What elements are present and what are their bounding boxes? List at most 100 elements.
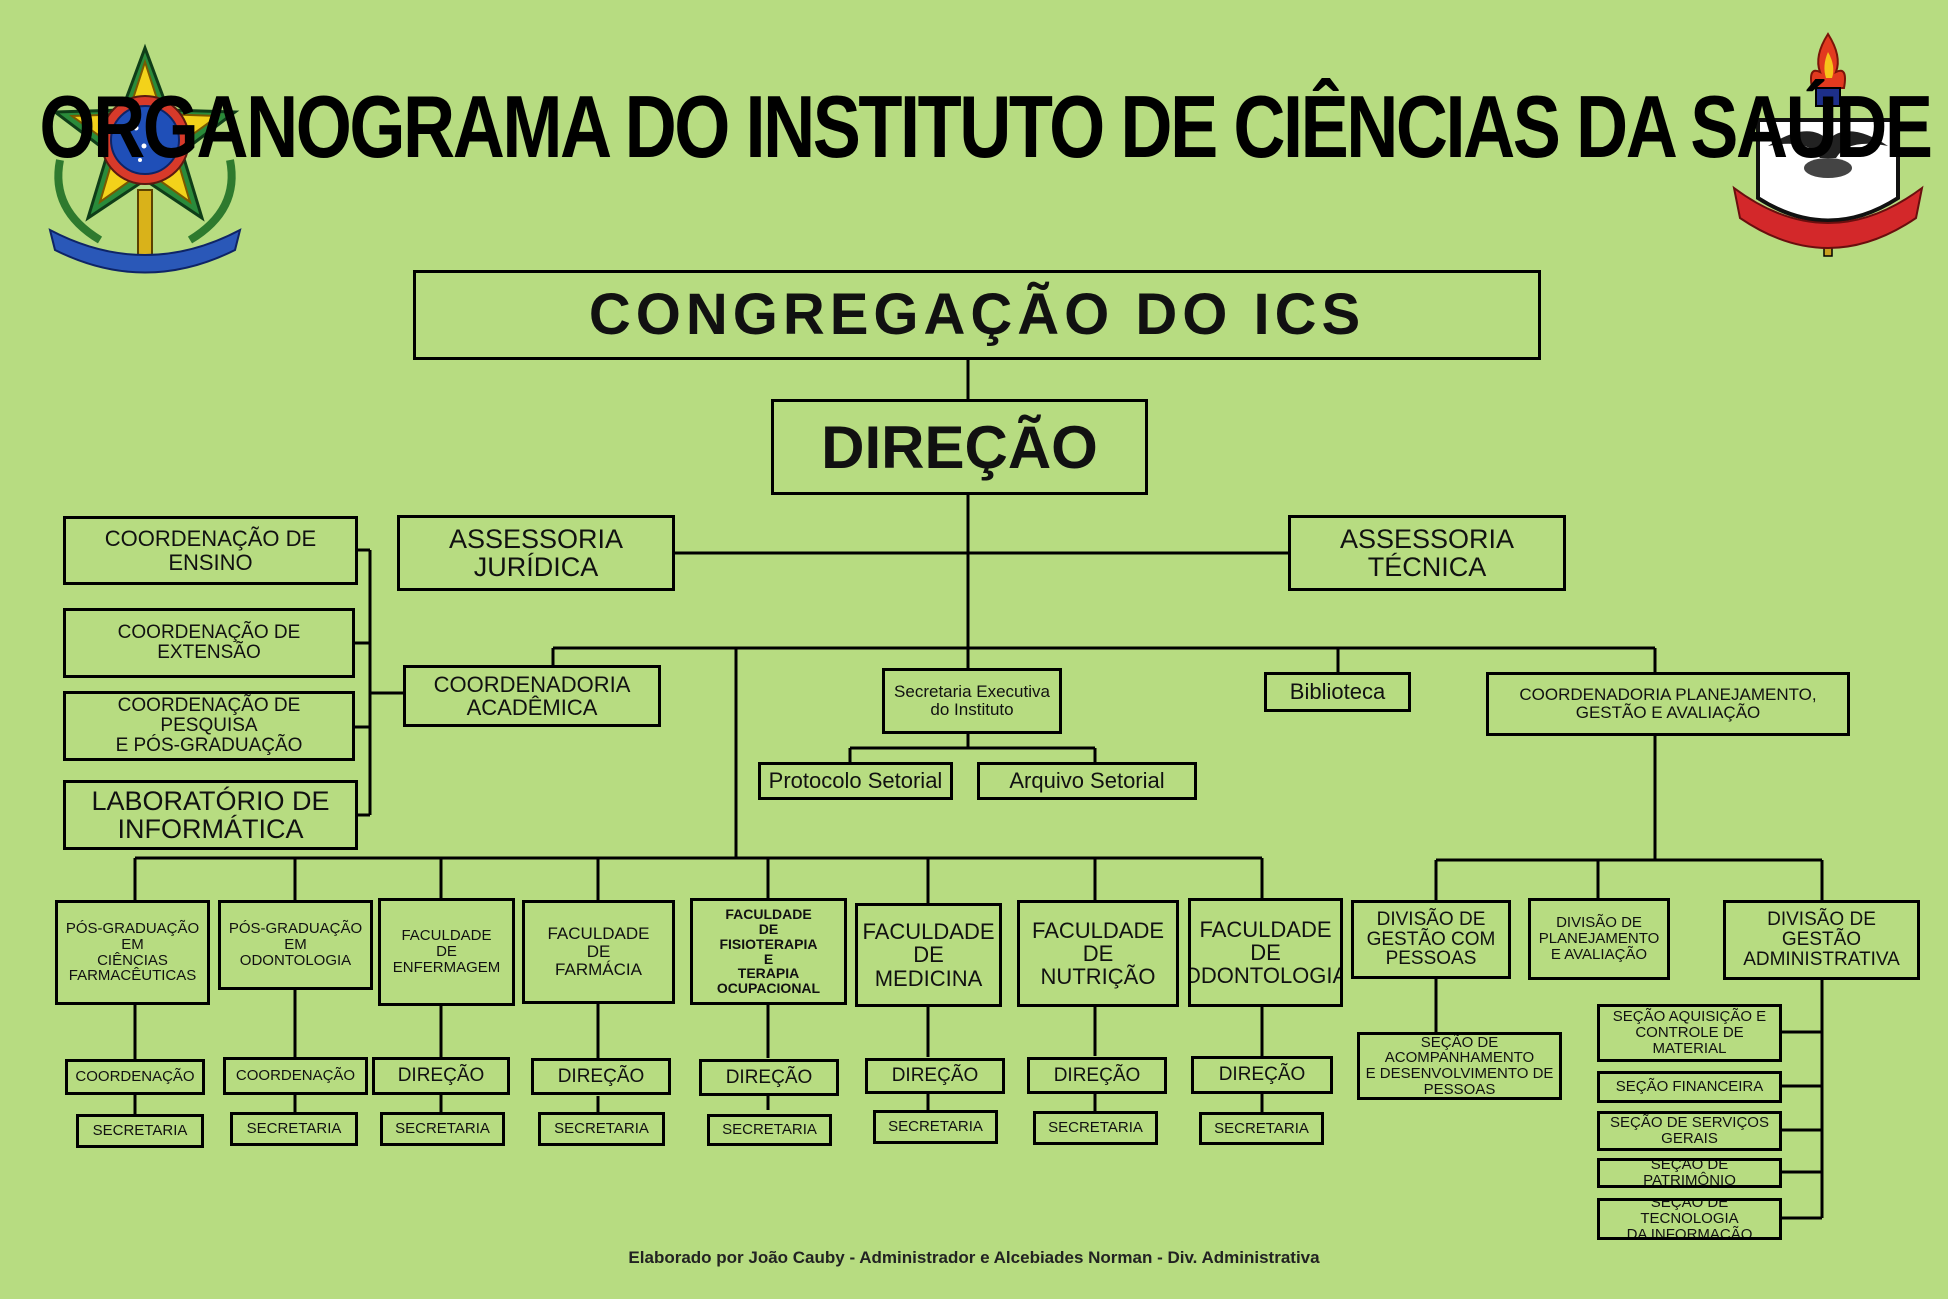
node-label: COORDENAÇÃO DE PESQUISA E PÓS-GRADUAÇÃO [115,695,303,756]
node-pg-odonto-secretaria: SECRETARIA [230,1112,358,1146]
node-label: COORDENAÇÃO [235,1067,356,1085]
footer-credits: Elaborado por João Cauby - Administrador… [628,1248,1320,1267]
node-divisao-gestao-administrativa: DIVISÃO DE GESTÃO ADMINISTRATIVA [1723,900,1920,980]
node-congregacao: CONGREGAÇÃO DO ICS [413,270,1541,360]
node-coordenadoria-planejamento: COORDENADORIA PLANEJAMENTO, GESTÃO E AVA… [1486,672,1850,736]
node-secao-financeira: SEÇÃO FINANCEIRA [1597,1071,1782,1103]
node-pos-graduacao-farmaceuticas: PÓS-GRADUAÇÃO EM CIÊNCIAS FARMACÊUTICAS [55,900,210,1005]
node-label: CONGREGAÇÃO DO ICS [588,281,1366,347]
node-coordenacao-ensino: COORDENAÇÃO DE ENSINO [63,516,358,585]
node-label: DIREÇÃO [557,1065,645,1087]
node-label: DIVISÃO DE GESTÃO COM PESSOAS [1366,908,1496,970]
node-label: SECRETARIA [395,1120,490,1138]
node-secretaria-executiva: Secretaria Executiva do Instituto [882,668,1062,734]
node-arquivo-setorial: Arquivo Setorial [977,762,1197,800]
node-label: DIVISÃO DE PLANEJAMENTO E AVALIAÇÃO [1538,914,1660,963]
node-label: DIREÇÃO [725,1066,813,1088]
node-fac-farm-secretaria: SECRETARIA [538,1112,665,1146]
node-label: SECRETARIA [246,1120,342,1138]
node-faculdade-fisioterapia: FACULDADE DE FISIOTERAPIA E TERAPIA OCUP… [690,898,847,1005]
node-label: COORDENAÇÃO DE ENSINO [104,526,317,575]
node-faculdade-odontologia: FACULDADE DE ODONTOLOGIA [1188,898,1343,1007]
node-fac-med-secretaria: SECRETARIA [873,1110,998,1144]
node-label: FACULDADE DE FARMÁCIA [547,924,650,979]
node-protocolo-setorial: Protocolo Setorial [758,762,953,800]
node-label: Arquivo Setorial [1009,768,1165,794]
node-secao-aquisicao: SEÇÃO AQUISIÇÃO E CONTROLE DE MATERIAL [1597,1004,1782,1062]
brazil-coat-of-arms-icon [48,43,242,274]
node-pos-graduacao-odontologia: PÓS-GRADUAÇÃO EM ODONTOLOGIA [218,900,373,990]
node-secao-acompanhamento: SEÇÃO DE ACOMPANHAMENTO E DESENVOLVIMENT… [1357,1032,1562,1100]
node-label: Biblioteca [1289,679,1386,705]
node-label: SEÇÃO FINANCEIRA [1615,1078,1764,1096]
node-assessoria-tecnica: ASSESSORIA TÉCNICA [1288,515,1566,591]
node-pg-odonto-coordenacao: COORDENAÇÃO [223,1057,368,1095]
node-label: SECRETARIA [888,1118,983,1136]
node-label: DIREÇÃO [1053,1064,1141,1086]
node-direcao: DIREÇÃO [771,399,1148,495]
node-assessoria-juridica: ASSESSORIA JURÍDICA [397,515,675,591]
node-label: SECRETARIA [554,1120,649,1138]
node-divisao-planejamento: DIVISÃO DE PLANEJAMENTO E AVALIAÇÃO [1528,898,1670,980]
node-divisao-gestao-pessoas: DIVISÃO DE GESTÃO COM PESSOAS [1351,900,1511,979]
node-label: SECRETARIA [1214,1119,1309,1137]
node-label: SECRETARIA [1048,1119,1143,1137]
node-label: COORDENAÇÃO DE EXTENSÃO [117,622,301,663]
node-label: LABORATÓRIO DE INFORMÁTICA [91,785,330,844]
node-label: SEÇÃO DE PATRIMÔNIO [1643,1158,1736,1188]
node-label: PÓS-GRADUAÇÃO EM ODONTOLOGIA [228,920,363,969]
node-fac-odonto-secretaria: SECRETARIA [1199,1112,1324,1145]
node-label: FACULDADE DE ODONTOLOGIA [1188,916,1343,989]
node-label: COORDENADORIA ACADÊMICA [433,671,631,720]
node-fac-odonto-direcao: DIREÇÃO [1191,1056,1333,1094]
node-pg-farm-secretaria: SECRETARIA [76,1114,204,1148]
node-label: COORDENADORIA PLANEJAMENTO, GESTÃO E AVA… [1519,685,1817,722]
node-fac-nut-secretaria: SECRETARIA [1033,1111,1158,1145]
node-secao-servicos-gerais: SEÇÃO DE SERVIÇOS GERAIS [1597,1111,1782,1151]
node-fac-med-direcao: DIREÇÃO [865,1058,1005,1094]
node-coordenadoria-academica: COORDENADORIA ACADÊMICA [403,665,661,727]
node-label: SECRETARIA [722,1121,817,1139]
node-label: PÓS-GRADUAÇÃO EM CIÊNCIAS FARMACÊUTICAS [65,920,200,985]
node-label: Protocolo Setorial [768,768,943,794]
node-label: SEÇÃO DE ACOMPANHAMENTO E DESENVOLVIMENT… [1365,1033,1554,1098]
node-faculdade-enfermagem: FACULDADE DE ENFERMAGEM [378,898,515,1006]
node-biblioteca: Biblioteca [1264,672,1411,712]
node-label: SEÇÃO DE SERVIÇOS GERAIS [1610,1114,1769,1147]
node-label: FACULDADE DE FISIOTERAPIA E TERAPIA OCUP… [716,906,821,996]
node-label: DIVISÃO DE GESTÃO ADMINISTRATIVA [1743,909,1900,970]
node-label: COORDENAÇÃO [75,1068,195,1086]
node-fac-enf-secretaria: SECRETARIA [380,1112,505,1146]
node-label: FACULDADE DE NUTRIÇÃO [1031,917,1165,990]
node-faculdade-nutricao: FACULDADE DE NUTRIÇÃO [1017,900,1179,1007]
node-faculdade-medicina: FACULDADE DE MEDICINA [855,903,1002,1007]
node-coordenacao-pesquisa: COORDENAÇÃO DE PESQUISA E PÓS-GRADUAÇÃO [63,691,355,761]
page-title: ORGANOGRAMA DO INSTITUTO DE CIÊNCIAS DA … [39,77,1933,176]
node-laboratorio-informatica: LABORATÓRIO DE INFORMÁTICA [63,780,358,850]
node-label: ASSESSORIA JURÍDICA [448,523,624,582]
node-secao-tecnologia-informacao: SEÇÃO DE TECNOLOGIA DA INFORMAÇÃO [1597,1198,1782,1240]
node-label: DIREÇÃO [1218,1064,1306,1086]
node-label: SECRETARIA [92,1122,188,1140]
ufpa-logo-icon [1732,32,1924,257]
node-faculdade-farmacia: FACULDADE DE FARMÁCIA [522,900,675,1004]
node-label: DIREÇÃO [891,1065,979,1087]
node-coordenacao-extensao: COORDENAÇÃO DE EXTENSÃO [63,608,355,678]
node-fac-fisio-direcao: DIREÇÃO [699,1059,839,1096]
node-label: SEÇÃO AQUISIÇÃO E CONTROLE DE MATERIAL [1612,1008,1767,1057]
node-secao-patrimonio: SEÇÃO DE PATRIMÔNIO [1597,1158,1782,1188]
node-label: DIREÇÃO [397,1065,485,1087]
node-fac-fisio-secretaria: SECRETARIA [707,1114,832,1146]
node-label: Secretaria Executiva do Instituto [894,682,1050,719]
node-fac-nut-direcao: DIREÇÃO [1027,1057,1167,1094]
node-fac-farm-direcao: DIREÇÃO [531,1058,671,1095]
node-label: FACULDADE DE MEDICINA [862,919,995,991]
node-label: ASSESSORIA TÉCNICA [1339,523,1515,582]
node-pg-farm-coordenacao: COORDENAÇÃO [65,1059,205,1095]
node-label: SEÇÃO DE TECNOLOGIA DA INFORMAÇÃO [1626,1198,1753,1240]
node-fac-enf-direcao: DIREÇÃO [372,1057,510,1095]
node-label: FACULDADE DE ENFERMAGEM [392,927,501,976]
node-label: DIREÇÃO [821,413,1098,481]
